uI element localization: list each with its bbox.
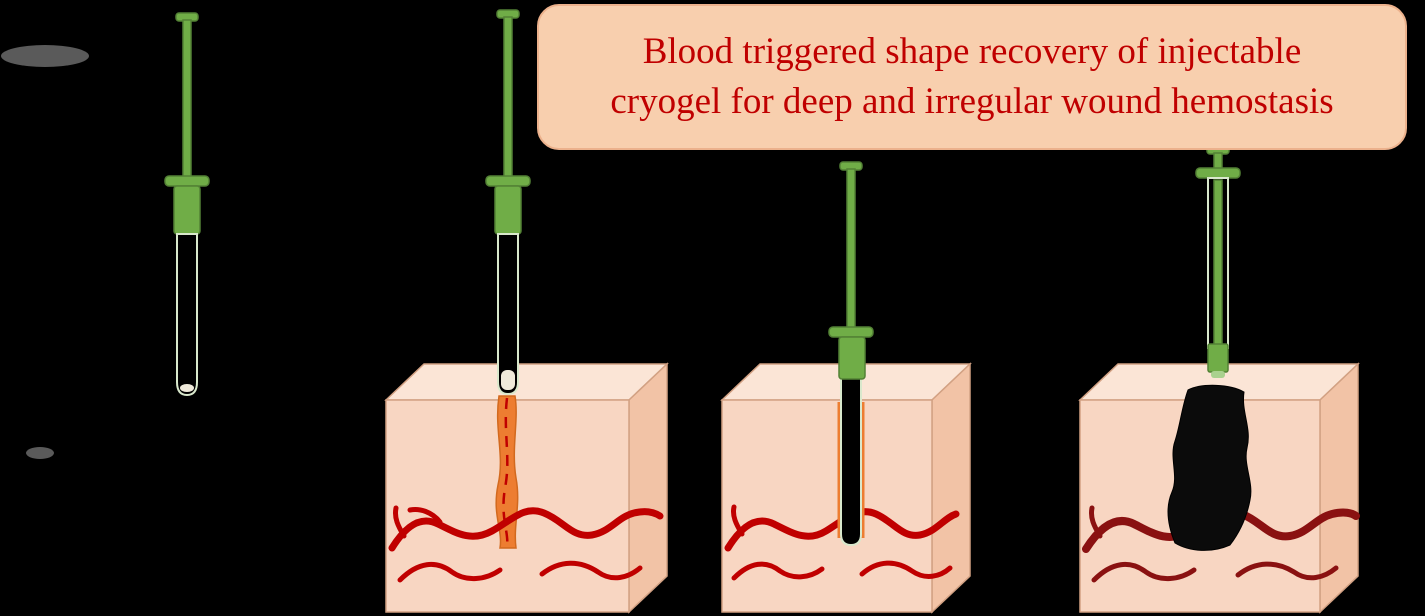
blood-vessel-main <box>388 507 664 552</box>
syringe-barrel <box>176 233 198 397</box>
plunger-seal <box>1207 343 1229 373</box>
barrel-tip <box>1211 371 1225 378</box>
blood-vessel-branch <box>731 504 745 537</box>
blood-vessel-lower-right <box>1235 561 1339 581</box>
stage-4-cryogel-expanded <box>1078 145 1360 614</box>
blood-vessel-branch <box>1089 505 1103 539</box>
plunger-rod <box>846 168 856 330</box>
plunger-seal <box>173 185 201 235</box>
barrel-flange <box>828 326 874 338</box>
blood-vessel-lower-left <box>397 562 503 583</box>
plunger-rod <box>182 19 192 178</box>
blood-vessel-lower-right <box>539 560 643 581</box>
skin-block-top-face <box>384 363 669 401</box>
barrel-flange <box>485 175 531 187</box>
plunger-seal <box>494 185 522 235</box>
barrel-flange <box>164 175 210 187</box>
decoration-ellipse-large <box>1 45 89 67</box>
stage-3-cryogel-injected <box>720 161 972 614</box>
skin-block-front-face <box>721 399 933 613</box>
plunger-rod <box>503 16 513 178</box>
plunger-rod-inside-barrel <box>1213 179 1223 347</box>
cryogel-in-barrel <box>180 384 194 392</box>
blood-vessel-lower-left <box>1091 562 1197 583</box>
cryogel-expanded-plug <box>1167 384 1252 551</box>
blood-vessel-branch <box>393 505 407 539</box>
stage-1-syringe-loaded <box>164 12 210 397</box>
decoration-ellipse-small <box>26 447 54 459</box>
blood-vessel-lower-right <box>859 560 953 579</box>
cryogel-in-barrel <box>501 370 515 390</box>
plunger-seal <box>838 336 866 380</box>
stage-2-injection-into-wound <box>384 9 669 614</box>
barrel-flange <box>1195 167 1241 179</box>
blood-vessel-branch <box>407 507 443 525</box>
syringe-barrel <box>497 233 519 396</box>
title-banner: Blood triggered shape recovery of inject… <box>537 4 1407 150</box>
figure-title-line1: Blood triggered shape recovery of inject… <box>642 31 1302 72</box>
blood-vessel-lower-left <box>731 561 825 581</box>
cryogel-column <box>840 357 862 547</box>
plunger-rod <box>1213 152 1223 170</box>
wound-channel <box>495 395 519 549</box>
wound-centerline <box>502 397 509 547</box>
figure-title-line2: cryogel for deep and irregular wound hem… <box>610 81 1334 122</box>
